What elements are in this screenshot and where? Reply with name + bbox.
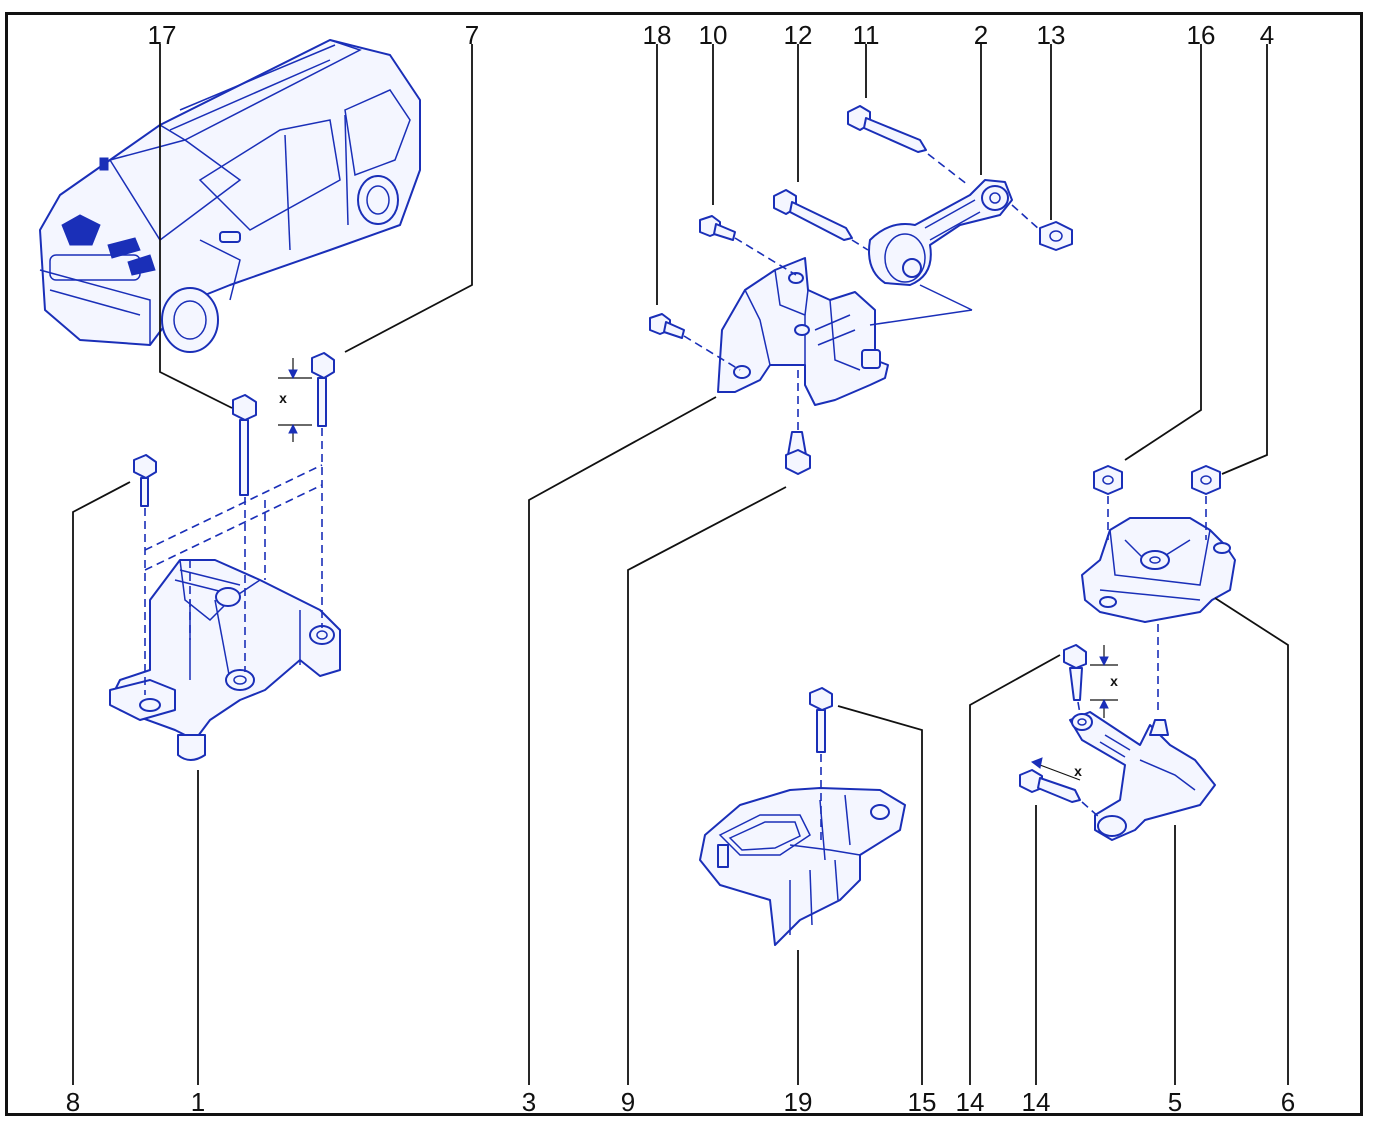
torque-rod-2 xyxy=(868,179,1013,286)
callout-numbers: 17 7 18 10 12 11 2 13 16 4 8 1 3 9 19 15… xyxy=(66,20,1295,1117)
bolt-7 xyxy=(311,352,335,427)
bolt-18 xyxy=(649,313,685,339)
dim-x-right-bottom: x xyxy=(1074,763,1082,779)
bolt-8 xyxy=(133,454,157,507)
callout-16: 16 xyxy=(1187,20,1216,50)
callout-15: 15 xyxy=(908,1087,937,1117)
callout-2: 2 xyxy=(974,20,988,50)
bolt-11 xyxy=(847,105,927,153)
mount-5 xyxy=(1069,711,1216,841)
callout-14-b: 14 xyxy=(1022,1087,1051,1117)
vehicle-illustration xyxy=(39,39,421,353)
nut-16 xyxy=(1093,465,1123,495)
bracket-19 xyxy=(699,787,906,946)
dim-x-left: x xyxy=(279,390,287,406)
callout-19: 19 xyxy=(784,1087,813,1117)
bolt-10 xyxy=(699,215,736,241)
callout-9: 9 xyxy=(621,1087,635,1117)
diagram-frame xyxy=(5,12,1363,1116)
bracket-3 xyxy=(717,257,889,406)
callout-1: 1 xyxy=(191,1087,205,1117)
callout-6: 6 xyxy=(1281,1087,1295,1117)
callout-7: 7 xyxy=(465,20,479,50)
bolt-12 xyxy=(773,189,853,241)
bolt-14-upper xyxy=(1063,644,1087,701)
callout-18: 18 xyxy=(643,20,672,50)
callout-10: 10 xyxy=(699,20,728,50)
callout-14-a: 14 xyxy=(956,1087,985,1117)
callout-17: 17 xyxy=(148,20,177,50)
callout-3: 3 xyxy=(522,1087,536,1117)
nut-4 xyxy=(1191,465,1221,495)
callout-13: 13 xyxy=(1037,20,1066,50)
nut-13 xyxy=(1039,221,1073,251)
bolt-14-lower xyxy=(1019,769,1081,803)
dim-x-right-top: x xyxy=(1110,673,1118,689)
callout-12: 12 xyxy=(784,20,813,50)
bolt-17 xyxy=(232,394,257,496)
mount-6 xyxy=(1081,517,1236,623)
bolt-9 xyxy=(785,431,811,475)
callout-8: 8 xyxy=(66,1087,80,1117)
leader-lines xyxy=(72,44,1289,1085)
bolt-15 xyxy=(809,687,833,753)
callout-4: 4 xyxy=(1260,20,1274,50)
callout-11: 11 xyxy=(853,20,880,50)
callout-5: 5 xyxy=(1168,1087,1182,1117)
